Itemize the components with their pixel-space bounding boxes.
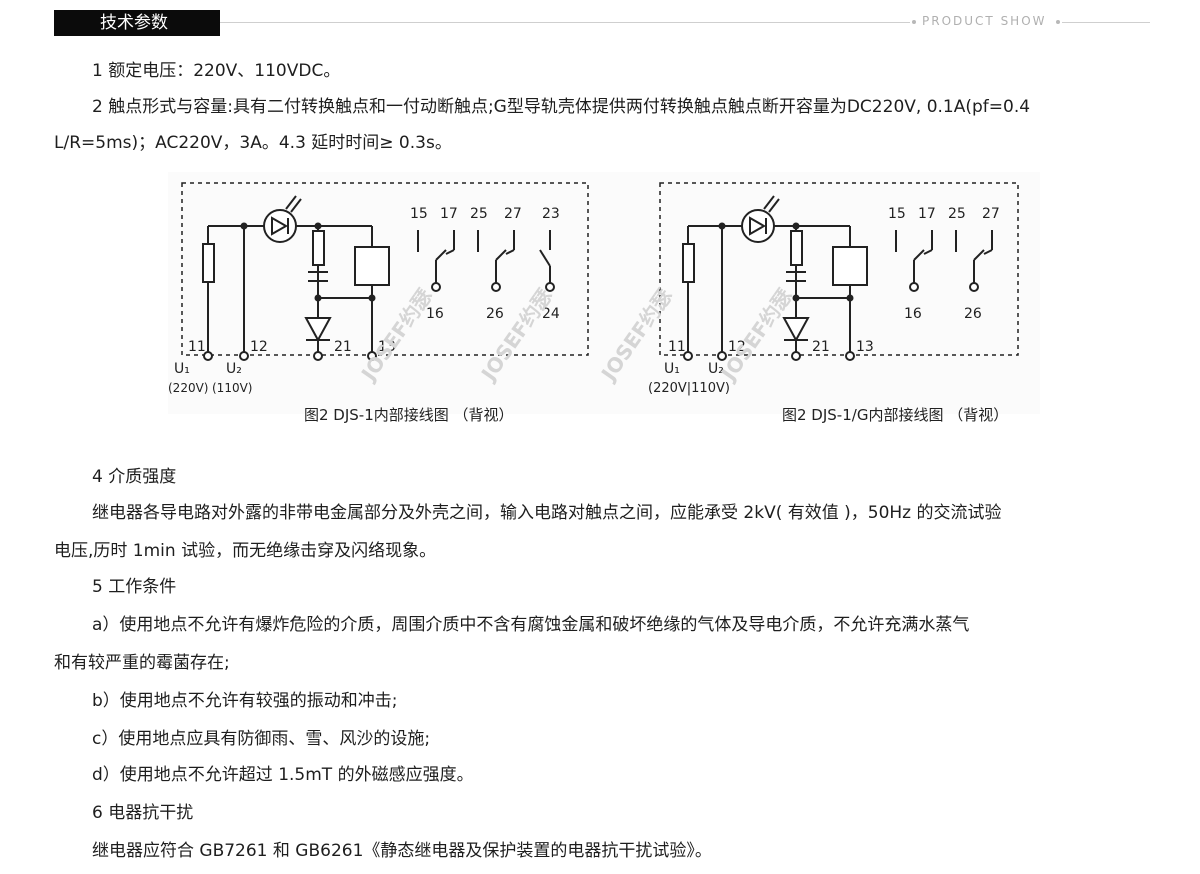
d2-terminal-25: 25 <box>948 206 966 222</box>
d1-u1-label: U₁ <box>174 361 190 377</box>
d2-u2-label: U₂ <box>708 361 724 377</box>
diagram1-frame <box>181 182 589 356</box>
header-divider-right <box>1062 22 1150 23</box>
section4-title: 4 介质强度 <box>92 467 177 487</box>
diagram1-resistor <box>202 243 215 283</box>
diagram2-relay-coil <box>832 246 868 286</box>
diagram1-resistor2 <box>312 230 325 266</box>
d2-terminal-13: 13 <box>856 339 874 355</box>
diagram1-diode-icon <box>304 317 332 343</box>
param-voltage: 1 额定电压：220V、110VDC。 <box>92 61 341 81</box>
product-show-label: PRODUCT SHOW <box>922 14 1047 28</box>
d2-terminal-17: 17 <box>918 206 936 222</box>
d2-terminal-21: 21 <box>812 339 830 355</box>
d2-u1-label: U₁ <box>664 361 680 377</box>
d1-terminal-12: 12 <box>250 339 268 355</box>
section-header: 技术参数 PRODUCT SHOW <box>54 10 1150 36</box>
d2-terminal-26: 26 <box>964 306 982 322</box>
param-contact-line1: 2 触点形式与容量:具有二付转换触点和一付动断触点;G型导轨壳体提供两付转换触点… <box>92 97 1031 117</box>
section5-a-line1: a）使用地点不允许有爆炸危险的介质，周围介质中不含有腐蚀金属和破坏绝缘的气体及导… <box>92 615 970 635</box>
d1-terminal-21: 21 <box>334 339 352 355</box>
param-contact-line2: L/R=5ms)；AC220V，3A。4.3 延时时间≥ 0.3s。 <box>54 133 452 153</box>
d2-u-values: (220V|110V) <box>648 381 730 396</box>
d1-terminal-16: 16 <box>426 306 444 322</box>
section5-b: b）使用地点不允许有较强的振动和冲击; <box>92 691 398 711</box>
section5-d: d）使用地点不允许超过 1.5mT 的外磁感应强度。 <box>92 765 474 785</box>
d2-terminal-11: 11 <box>668 339 686 355</box>
header-divider-left <box>220 22 910 23</box>
d1-terminal-26: 26 <box>486 306 504 322</box>
d1-terminal-15: 15 <box>410 206 428 222</box>
diagram1-relay-coil <box>354 246 390 286</box>
diagram2-frame <box>659 182 1019 356</box>
d1-terminal-27: 27 <box>504 206 522 222</box>
section5-a-line2: 和有较严重的霉菌存在; <box>54 653 230 673</box>
diagram2-diode-icon <box>782 317 810 343</box>
section6-line: 继电器应符合 GB7261 和 GB6261《静态继电器及保护装置的电器抗干扰试… <box>92 841 712 861</box>
diagram2-labels: 15 17 25 27 16 26 11 12 21 13 U₁ U₂ (220… <box>648 206 1008 424</box>
header-dot-right <box>1056 20 1060 24</box>
section-tag: 技术参数 <box>54 10 220 36</box>
section5-title: 5 工作条件 <box>92 577 177 597</box>
diagram1-caption: 图2 DJS-1内部接线图 （背视） <box>304 406 514 424</box>
d1-terminal-25: 25 <box>470 206 488 222</box>
d1-terminal-11: 11 <box>188 339 206 355</box>
section4-line2: 电压,历时 1min 试验，而无绝缘击穿及闪络现象。 <box>54 541 437 561</box>
d1-u2-label: U₂ <box>226 361 242 377</box>
d2-terminal-15: 15 <box>888 206 906 222</box>
diagram1-labels: 15 17 25 27 23 16 26 24 11 12 21 13 U₁ U… <box>168 206 560 424</box>
d2-terminal-12: 12 <box>728 339 746 355</box>
diagram2-resistor2 <box>790 230 803 266</box>
d2-terminal-27: 27 <box>982 206 1000 222</box>
section4-line1: 继电器各导电路对外露的非带电金属部分及外壳之间，输入电路对触点之间，应能承受 2… <box>92 503 1002 523</box>
diagram2-resistor <box>682 243 695 283</box>
d1-terminal-17: 17 <box>440 206 458 222</box>
diagram2-caption: 图2 DJS-1/G内部接线图 （背视） <box>782 406 1008 424</box>
diagram-panel <box>168 172 1040 414</box>
section6-title: 6 电器抗干扰 <box>92 803 194 823</box>
d1-terminal-13: 13 <box>378 339 396 355</box>
section5-c: c）使用地点应具有防御雨、雪、风沙的设施; <box>92 729 431 749</box>
d1-terminal-24: 24 <box>542 306 560 322</box>
d1-u1-value: (220V) <box>168 381 208 395</box>
d1-terminal-23: 23 <box>542 206 560 222</box>
diagram-djs1 <box>181 182 589 361</box>
d2-terminal-16: 16 <box>904 306 922 322</box>
header-dot-left <box>912 20 916 24</box>
d1-u2-value: (110V) <box>212 381 252 395</box>
